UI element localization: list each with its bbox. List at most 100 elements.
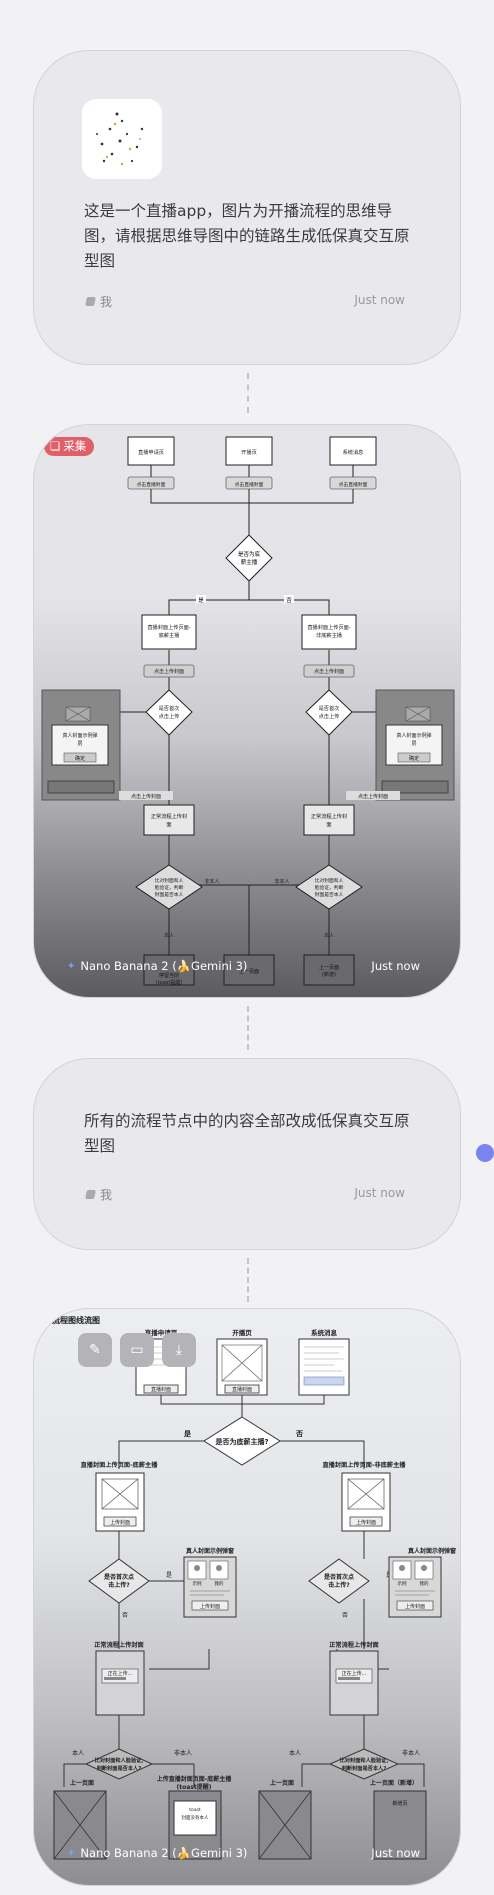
svg-text:层: 层 xyxy=(411,741,416,747)
message-time: Just now xyxy=(354,293,405,307)
svg-text:点击上传封面: 点击上传封面 xyxy=(131,793,161,800)
thread-connector xyxy=(247,1258,249,1302)
thread-connector xyxy=(247,1006,249,1050)
svg-text:开播页: 开播页 xyxy=(241,448,257,456)
svg-text:点击上传封面: 点击上传封面 xyxy=(154,668,184,675)
edit-button[interactable]: ✎ xyxy=(78,1333,112,1367)
svg-text:直播申请页: 直播申请页 xyxy=(145,1328,178,1337)
svg-text:比对封面和人: 比对封面和人 xyxy=(155,877,184,884)
flow1-no: 否 xyxy=(286,597,292,604)
message-time: Just now xyxy=(354,1186,405,1200)
svg-text:直播封面上传页面-底薪主播: 直播封面上传页面-底薪主播 xyxy=(81,1461,159,1469)
svg-text:上传封面: 上传封面 xyxy=(356,1519,376,1526)
svg-text:上传直播封面页面-底薪主播: 上传直播封面页面-底薪主播 xyxy=(157,1775,232,1783)
svg-text:是否首次: 是否首次 xyxy=(319,704,340,712)
svg-text:是否首次点: 是否首次点 xyxy=(103,1573,134,1581)
svg-text:非本人: 非本人 xyxy=(274,878,289,885)
user-message-card-1: 这是一个直播app，图片为开播流程的思维导图，请根据思维导图中的链路生成低保真交… xyxy=(33,50,461,365)
svg-text:正常流程上传封面: 正常流程上传封面 xyxy=(94,1641,144,1649)
svg-text:正常流程上传封: 正常流程上传封 xyxy=(151,812,187,820)
message-text: 这是一个直播app，图片为开播流程的思维导图，请根据思维导图中的链路生成低保真交… xyxy=(84,202,410,270)
svg-text:本人: 本人 xyxy=(324,932,334,939)
generated-image-card-1[interactable]: 是否为底 薪主播 是 否 直播封面上传页面- 底薪主播 直播封面上传页面- 非底… xyxy=(33,424,461,998)
svg-text:比对封面和人: 比对封面和人 xyxy=(315,877,344,884)
svg-text:直播封面: 直播封面 xyxy=(232,1386,252,1393)
svg-text:否: 否 xyxy=(122,1612,128,1619)
svg-text:正在上传...: 正在上传... xyxy=(108,1670,133,1677)
attached-image-thumbnail[interactable] xyxy=(82,99,162,179)
svg-text:系统消息: 系统消息 xyxy=(311,1328,338,1337)
message-time: Just now xyxy=(371,959,420,973)
flow1-yes: 是 xyxy=(198,597,204,604)
gemini-sparkle-icon: ✦ xyxy=(67,1847,76,1859)
svg-text:本人: 本人 xyxy=(72,1749,84,1757)
svg-text:停留当前: 停留当前 xyxy=(159,972,179,979)
generated-image-card-2[interactable]: 用户流程图线流图 直播申请页 开播页 系统消息 直播封面 直播封面 xyxy=(33,1308,461,1886)
author-icon xyxy=(85,297,96,306)
svg-text:点击直播封面: 点击直播封面 xyxy=(235,481,264,488)
message-text: 所有的流程节点中的内容全部改成低保真交互原型图 xyxy=(84,1112,410,1155)
svg-text:上一页面（新增）: 上一页面（新增） xyxy=(370,1779,418,1787)
svg-text:开播页: 开播页 xyxy=(232,1328,252,1337)
svg-text:直播封面上传页面-: 直播封面上传页面- xyxy=(307,623,351,631)
svg-text:否: 否 xyxy=(342,1612,348,1619)
download-icon: ⤓ xyxy=(175,1342,183,1358)
svg-text:面: 面 xyxy=(326,821,331,828)
flow2-title: 用户流程图线流图 xyxy=(35,1315,100,1325)
svg-text:判断封面是否本人?: 判断封面是否本人? xyxy=(342,1764,387,1772)
svg-text:正常流程上传封面: 正常流程上传封面 xyxy=(329,1641,379,1649)
svg-text:层: 层 xyxy=(77,741,82,747)
svg-text:是否首次点: 是否首次点 xyxy=(323,1573,354,1581)
svg-text:(toast提醒): (toast提醒) xyxy=(177,1783,212,1791)
collect-icon: ❏ xyxy=(50,439,61,453)
svg-text:我的: 我的 xyxy=(420,1580,429,1587)
thumbnail-scribble xyxy=(96,112,144,166)
svg-text:真人封面示例弹: 真人封面示例弹 xyxy=(396,732,431,739)
svg-text:(toast提醒): (toast提醒) xyxy=(156,979,183,986)
flow1-decision: 是否为底 xyxy=(238,550,261,558)
svg-text:否: 否 xyxy=(295,1430,303,1438)
svg-text:真人封面示例弹窗: 真人封面示例弹窗 xyxy=(186,1547,234,1555)
svg-text:上一页面: 上一页面 xyxy=(270,1779,294,1787)
svg-text:是: 是 xyxy=(166,1572,172,1579)
svg-text:新增页: 新增页 xyxy=(392,1800,407,1807)
svg-text:正在上传...: 正在上传... xyxy=(342,1670,367,1677)
download-button[interactable]: ⤓ xyxy=(162,1333,196,1367)
svg-text:直播封面: 直播封面 xyxy=(151,1386,171,1393)
svg-text:脸验证，判断: 脸验证，判断 xyxy=(155,884,184,891)
svg-text:判断封面是否本人?: 判断封面是否本人? xyxy=(97,1764,142,1772)
gemini-sparkle-icon: ✦ xyxy=(67,960,76,972)
svg-text:击上传?: 击上传? xyxy=(108,1581,130,1589)
svg-text:点击直播封面: 点击直播封面 xyxy=(137,481,166,488)
video-icon: ▭ xyxy=(130,1342,144,1358)
svg-text:非本人: 非本人 xyxy=(402,1749,420,1757)
svg-text:上传封面: 上传封面 xyxy=(200,1603,220,1610)
svg-text:(新增): (新增) xyxy=(322,971,336,978)
svg-text:示例: 示例 xyxy=(193,1580,202,1587)
svg-text:我的: 我的 xyxy=(215,1580,224,1587)
svg-text:面: 面 xyxy=(166,821,171,828)
svg-text:点击上传封面: 点击上传封面 xyxy=(314,668,344,675)
author-icon xyxy=(85,1190,96,1199)
svg-text:上一页面: 上一页面 xyxy=(319,964,339,971)
pencil-icon: ✎ xyxy=(89,1342,101,1358)
collect-tag[interactable]: ❏ 采集 xyxy=(44,437,95,456)
svg-text:直播申请页: 直播申请页 xyxy=(138,448,164,456)
message-author: 我 xyxy=(85,1186,112,1203)
svg-text:点击直播封面: 点击直播封面 xyxy=(339,481,368,488)
svg-text:封面是否本人: 封面是否本人 xyxy=(155,891,184,898)
svg-text:比对封面和人脸验证,: 比对封面和人脸验证, xyxy=(340,1756,389,1764)
svg-text:确定: 确定 xyxy=(75,755,85,762)
svg-text:非本人: 非本人 xyxy=(174,1749,192,1757)
scroll-indicator-dot[interactable] xyxy=(476,1144,494,1162)
svg-text:直播封面上传页面-非底薪主播: 直播封面上传页面-非底薪主播 xyxy=(322,1461,406,1469)
message-author: 我 xyxy=(85,293,112,310)
svg-text:系统消息: 系统消息 xyxy=(343,448,364,456)
svg-text:示例: 示例 xyxy=(398,1580,407,1587)
svg-text:上一页面: 上一页面 xyxy=(70,1779,94,1787)
video-button[interactable]: ▭ xyxy=(120,1333,154,1367)
thread-connector xyxy=(247,373,249,413)
svg-text:真人封面示例弹: 真人封面示例弹 xyxy=(62,732,97,739)
svg-text:上一页面: 上一页面 xyxy=(239,968,259,975)
svg-text:是否为底薪主播?: 是否为底薪主播? xyxy=(214,1437,268,1446)
